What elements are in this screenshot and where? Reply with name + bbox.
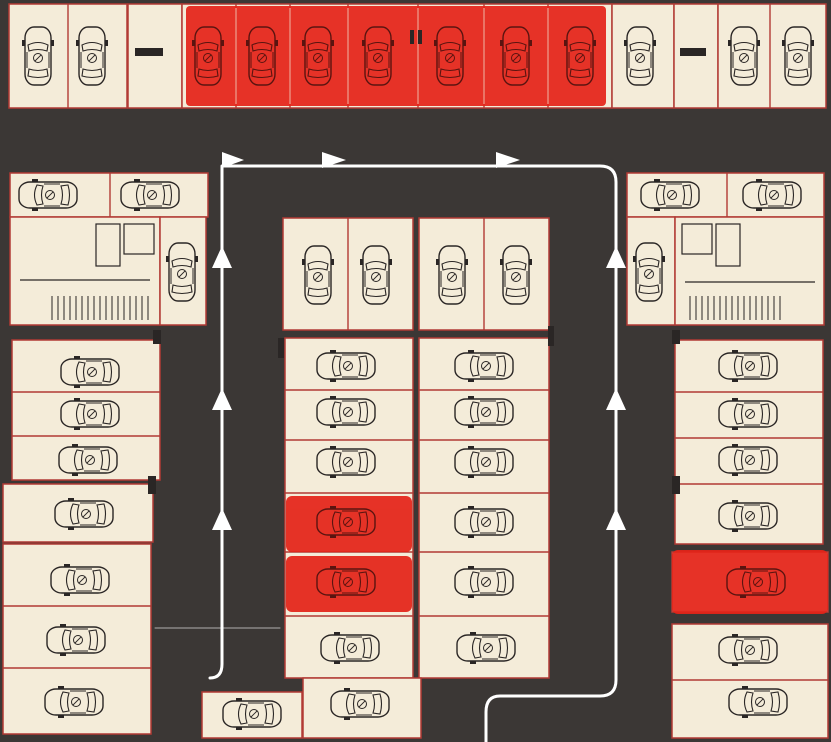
left-column-upper (11, 339, 161, 481)
traffic-route (154, 164, 618, 742)
occupied-dividers (235, 8, 549, 104)
stairs-left (51, 296, 149, 320)
slot-top-right-1 (611, 3, 675, 109)
occupied-top-row (186, 6, 606, 106)
arrow-down-right-1 (606, 246, 626, 268)
core-rooms (20, 223, 815, 283)
right-column-upper (674, 339, 824, 545)
structural-columns (135, 30, 706, 494)
slot-bottom-1 (201, 691, 303, 739)
island-right-column (418, 337, 550, 679)
arrow-up-left-1 (212, 246, 232, 268)
slot-left-vertical (159, 216, 207, 326)
slot-right-vertical (626, 216, 676, 326)
lift-left (95, 223, 121, 267)
stairs-right (689, 296, 781, 320)
right-column-lower (671, 623, 829, 739)
arrow-right-2 (322, 152, 346, 168)
accessible-wc-right (681, 223, 713, 255)
slot-block-left-upper (9, 172, 209, 218)
arrow-right-3 (496, 152, 520, 168)
arrow-down-right-2 (606, 388, 626, 410)
direction-arrows (212, 152, 626, 530)
slot-block-top-right (717, 3, 827, 109)
arrow-down-right-3 (606, 508, 626, 530)
arrow-up-left-2 (212, 388, 232, 410)
core-left (9, 216, 161, 326)
occupied-island-2 (286, 556, 412, 612)
route-main (208, 164, 618, 742)
arrow-up-left-3 (212, 508, 232, 530)
accessible-wc-left (123, 223, 155, 255)
occupied-island-1 (286, 496, 412, 552)
lift-right (715, 223, 741, 267)
left-column-lower (2, 543, 152, 735)
arrow-right-1 (222, 152, 244, 168)
